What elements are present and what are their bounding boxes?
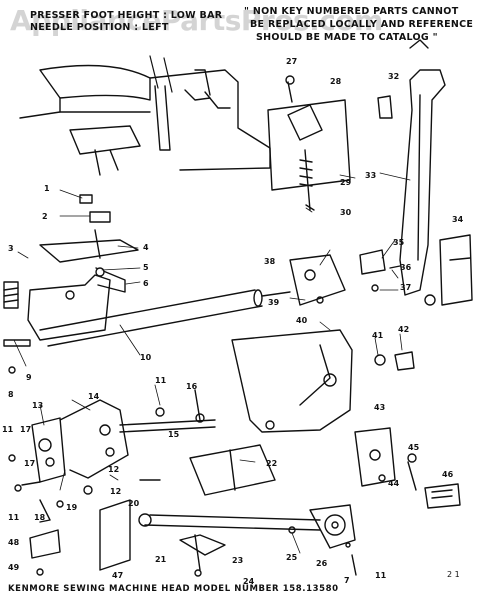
callout-2: 2 bbox=[42, 212, 48, 221]
tension-assembly bbox=[289, 234, 473, 306]
callout-10: 10 bbox=[140, 353, 152, 362]
header-note-line2: BE REPLACED LOCALLY AND REFERENCE bbox=[250, 19, 474, 30]
callout-19: 19 bbox=[66, 503, 78, 512]
callout-38: 38 bbox=[264, 257, 276, 266]
main-shaft bbox=[39, 289, 291, 347]
callout-24: 24 bbox=[243, 577, 255, 586]
callout-4: 4 bbox=[143, 243, 149, 252]
header-note-line3: SHOULD BE MADE TO CATALOG " bbox=[256, 32, 438, 43]
callout-17a: 17 bbox=[20, 425, 31, 434]
callout-21: 21 bbox=[155, 555, 167, 564]
watermark: AppliancePartsPros.com bbox=[10, 4, 383, 37]
callout-36: 36 bbox=[400, 263, 412, 272]
callout-6: 6 bbox=[143, 279, 149, 288]
callout-3: 3 bbox=[8, 244, 14, 253]
callout-39: 39 bbox=[268, 298, 280, 307]
page-mark: 2 1 bbox=[447, 570, 460, 579]
machine-head-outline bbox=[19, 55, 271, 176]
presser-bar-parts bbox=[3, 194, 139, 374]
callout-46: 46 bbox=[442, 470, 454, 479]
callout-48: 48 bbox=[8, 538, 20, 547]
callout-34: 34 bbox=[452, 215, 464, 224]
callout-30: 30 bbox=[340, 208, 352, 217]
callout-44: 44 bbox=[388, 479, 400, 488]
callout-35: 35 bbox=[393, 238, 405, 247]
callout-42: 42 bbox=[398, 325, 409, 334]
callout-11c: 11 bbox=[8, 513, 20, 522]
callout-17b: 17 bbox=[24, 459, 35, 468]
callout-37: 37 bbox=[400, 283, 411, 292]
callout-15: 15 bbox=[168, 430, 180, 439]
callout-18: 18 bbox=[34, 513, 46, 522]
needle-bar-parts bbox=[267, 39, 446, 296]
callout-20: 20 bbox=[128, 499, 140, 508]
callout-41: 41 bbox=[372, 331, 384, 340]
header-note-line1: " NON KEY NUMBERED PARTS CANNOT bbox=[244, 6, 459, 17]
callout-11d: 11 bbox=[375, 571, 387, 580]
callout-32: 32 bbox=[388, 72, 399, 81]
callout-28: 28 bbox=[330, 77, 342, 86]
feed-bar-parts bbox=[29, 444, 357, 577]
callout-numbers: 1 2 3 4 5 6 7 8 9 10 11 11 11 11 12 12 1… bbox=[2, 57, 464, 586]
callout-33: 33 bbox=[365, 171, 376, 180]
callout-11b: 11 bbox=[2, 425, 14, 434]
header-needle-position: NEEDLE POSITION : LEFT bbox=[30, 22, 169, 33]
callout-5: 5 bbox=[143, 263, 149, 272]
callout-12b: 12 bbox=[110, 487, 121, 496]
callout-14: 14 bbox=[88, 392, 100, 401]
callout-25: 25 bbox=[286, 553, 298, 562]
callout-22: 22 bbox=[266, 459, 277, 468]
callout-8: 8 bbox=[8, 390, 14, 399]
callout-11a: 11 bbox=[155, 376, 167, 385]
feed-regulator-parts bbox=[8, 389, 216, 523]
callout-49: 49 bbox=[8, 563, 20, 572]
callout-12a: 12 bbox=[108, 465, 119, 474]
model-number-footer: KENMORE SEWING MACHINE HEAD MODEL NUMBER… bbox=[8, 584, 339, 594]
callout-27: 27 bbox=[286, 57, 297, 66]
callout-47: 47 bbox=[112, 571, 123, 580]
callout-23: 23 bbox=[232, 556, 243, 565]
callout-29: 29 bbox=[340, 178, 352, 187]
leader-lines bbox=[13, 172, 411, 554]
callout-13: 13 bbox=[32, 401, 43, 410]
callout-26: 26 bbox=[316, 559, 328, 568]
callout-9: 9 bbox=[26, 373, 32, 382]
header-presser-foot: PRESSER FOOT HEIGHT : LOW BAR bbox=[30, 10, 223, 21]
callout-45: 45 bbox=[408, 443, 420, 452]
callout-43: 43 bbox=[374, 403, 385, 412]
lever-arm-parts bbox=[231, 329, 461, 509]
callout-7: 7 bbox=[344, 576, 350, 585]
callout-16: 16 bbox=[186, 382, 198, 391]
callout-1: 1 bbox=[44, 184, 50, 193]
callout-40: 40 bbox=[296, 316, 308, 325]
